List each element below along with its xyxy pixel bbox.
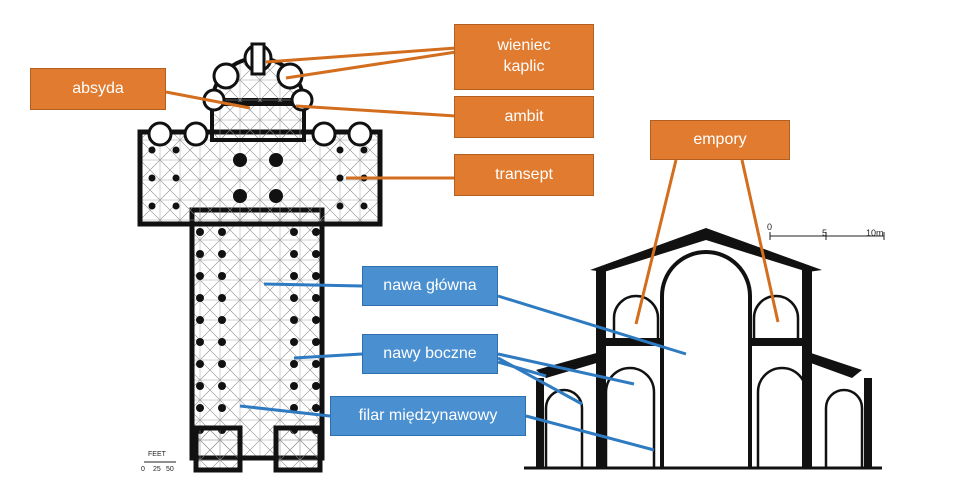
plan-west-tower-left bbox=[193, 425, 243, 473]
plan-pier bbox=[290, 404, 298, 412]
plan-pier bbox=[196, 272, 204, 280]
section-nave-arch bbox=[660, 250, 752, 468]
label-transept: transept bbox=[454, 154, 594, 196]
label-absyda: absyda bbox=[30, 68, 166, 110]
plan-pier bbox=[196, 338, 204, 346]
plan-pier bbox=[336, 174, 344, 182]
label-filar-miedzynawowy: filar międzynawowy bbox=[330, 396, 526, 436]
leader-ambit bbox=[295, 104, 457, 118]
leader-wieniec-2 bbox=[285, 50, 457, 80]
label-nawa-glowna: nawa główna bbox=[362, 266, 498, 306]
plan-pier bbox=[148, 174, 156, 182]
leader-nawy-boczne-section-3 bbox=[497, 360, 547, 378]
plan-west-tower-right bbox=[273, 425, 323, 473]
section-aisle-arch-right bbox=[756, 366, 808, 468]
plan-pier bbox=[196, 360, 204, 368]
plan-pier bbox=[312, 360, 320, 368]
plan-pier bbox=[290, 294, 298, 302]
floor-plan: FEET 0 25 50 bbox=[137, 42, 383, 473]
plan-scale-tick-2: 50 bbox=[166, 466, 174, 473]
section-scale-tick-1: 5 bbox=[822, 228, 827, 238]
plan-pier bbox=[312, 294, 320, 302]
plan-nave-piers bbox=[148, 146, 368, 434]
plan-pier bbox=[336, 146, 344, 154]
plan-pier bbox=[290, 272, 298, 280]
plan-pier bbox=[148, 202, 156, 210]
leader-filar-plan bbox=[239, 404, 331, 418]
plan-crossing-piers bbox=[233, 153, 283, 203]
plan-pier bbox=[290, 250, 298, 258]
section-roof bbox=[590, 228, 822, 272]
plan-pier bbox=[172, 202, 180, 210]
plan-pier bbox=[218, 360, 226, 368]
leader-empory-left bbox=[634, 159, 678, 325]
section-scale-tick-2: 10m bbox=[866, 228, 884, 238]
plan-pier bbox=[218, 316, 226, 324]
plan-pier bbox=[172, 146, 180, 154]
plan-pier bbox=[218, 250, 226, 258]
label-nawy-boczne: nawy boczne bbox=[362, 334, 498, 374]
plan-pier bbox=[312, 272, 320, 280]
plan-pier bbox=[218, 382, 226, 390]
section-aisle-arch-left bbox=[604, 366, 656, 468]
plan-pier bbox=[312, 338, 320, 346]
plan-pier bbox=[336, 202, 344, 210]
section-scale-tick-0: 0 bbox=[767, 222, 772, 232]
plan-pier bbox=[290, 360, 298, 368]
plan-pier bbox=[290, 338, 298, 346]
section-outer-aisle-right bbox=[824, 388, 864, 468]
label-ambit: ambit bbox=[454, 96, 594, 138]
plan-nave-body bbox=[189, 207, 325, 461]
plan-pier bbox=[312, 404, 320, 412]
plan-pier bbox=[290, 228, 298, 236]
plan-pier bbox=[196, 294, 204, 302]
leader-filar-section bbox=[525, 414, 655, 452]
plan-pier bbox=[218, 228, 226, 236]
cross-section: 0 5 10m bbox=[524, 222, 885, 470]
section-gallery-arch-right bbox=[752, 294, 800, 338]
plan-scale-tick-0: 0 bbox=[141, 466, 145, 473]
leader-nawa-glowna-section bbox=[497, 294, 687, 356]
leader-nawa-glowna-plan bbox=[263, 282, 363, 288]
leader-lines bbox=[165, 46, 780, 452]
plan-scale-tick-1: 25 bbox=[153, 466, 161, 473]
section-gallery-roof-left bbox=[536, 352, 600, 378]
plan-pier bbox=[218, 404, 226, 412]
leader-empory-right bbox=[740, 159, 780, 323]
section-wall-left bbox=[596, 270, 606, 468]
plan-pier bbox=[148, 146, 156, 154]
plan-pier bbox=[360, 146, 368, 154]
plan-scale-bar: FEET 0 25 50 bbox=[141, 451, 176, 473]
plan-pier bbox=[218, 338, 226, 346]
section-scale-bar: 0 5 10m bbox=[767, 222, 885, 240]
plan-pier bbox=[172, 174, 180, 182]
plan-pier bbox=[218, 272, 226, 280]
leader-absyda bbox=[165, 90, 251, 110]
plan-pier bbox=[290, 316, 298, 324]
plan-transept-chapels bbox=[147, 121, 373, 147]
plan-pier bbox=[312, 250, 320, 258]
leader-nawy-boczne-plan bbox=[293, 352, 363, 360]
section-wall-right bbox=[802, 270, 812, 468]
plan-pier bbox=[196, 382, 204, 390]
leader-wieniec-1 bbox=[265, 46, 457, 64]
plan-pier bbox=[312, 382, 320, 390]
label-empory: empory bbox=[650, 120, 790, 160]
plan-scale-unit: FEET bbox=[148, 451, 167, 458]
label-wieniec-kaplic: wieniec kaplic bbox=[454, 24, 594, 90]
plan-pier bbox=[196, 228, 204, 236]
plan-pier bbox=[196, 316, 204, 324]
section-gallery-roof-right bbox=[808, 352, 862, 378]
plan-pier bbox=[196, 404, 204, 412]
plan-pier bbox=[312, 228, 320, 236]
plan-pier bbox=[196, 250, 204, 258]
plan-pier bbox=[290, 382, 298, 390]
plan-pier bbox=[312, 316, 320, 324]
plan-pier bbox=[360, 202, 368, 210]
leader-nawy-boczne-section-1 bbox=[497, 352, 635, 386]
plan-pier bbox=[218, 294, 226, 302]
section-gallery-arch-left bbox=[612, 294, 660, 338]
